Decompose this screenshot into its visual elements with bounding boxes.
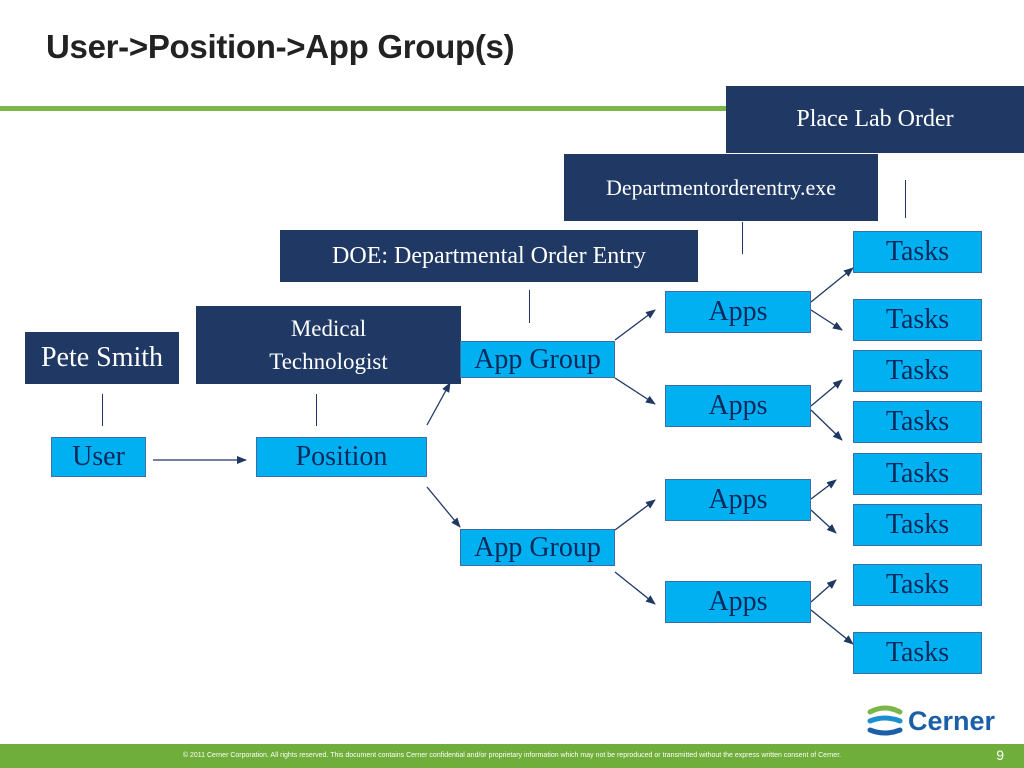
arrow-apps1-tasks-2 xyxy=(810,309,843,331)
page-number: 9 xyxy=(996,747,1004,763)
doe-connector xyxy=(529,290,530,323)
arrow-appgroup2-apps-4 xyxy=(614,571,656,605)
arrow-apps1-tasks-1 xyxy=(810,267,854,303)
tasks-node: Tasks xyxy=(853,632,982,674)
cerner-logo-icon xyxy=(867,705,903,736)
department-exe-label: Departmentorderentry.exe xyxy=(564,154,878,221)
arrow-apps3-tasks-5 xyxy=(810,479,837,500)
arrow-apps4-tasks-8 xyxy=(810,609,854,645)
arrow-apps4-tasks-7 xyxy=(810,579,837,603)
tasks-node: Tasks xyxy=(853,231,982,273)
apps-node: Apps xyxy=(665,385,811,427)
footer-bar xyxy=(0,744,1024,768)
pete-smith-label: Pete Smith xyxy=(25,332,179,384)
arrow-apps3-tasks-6 xyxy=(810,509,837,534)
app-group-node: App Group xyxy=(460,529,615,566)
pete-smith-connector xyxy=(102,394,103,426)
apps-node: Apps xyxy=(665,291,811,333)
cerner-logo: Cerner xyxy=(866,704,995,738)
arrow-appgroup1-apps-1 xyxy=(614,309,656,341)
slide-title: User->Position->App Group(s) xyxy=(46,28,515,65)
medical-technologist-label: Medical Technologist xyxy=(196,306,461,384)
app-group-node: App Group xyxy=(460,341,615,378)
tasks-node: Tasks xyxy=(853,504,982,546)
place-lab-order-label: Place Lab Order xyxy=(726,86,1024,153)
tasks-node: Tasks xyxy=(853,453,982,495)
apps-node: Apps xyxy=(665,479,811,521)
medical-technologist-line1: Medical xyxy=(290,315,367,341)
doe-label: DOE: Departmental Order Entry xyxy=(280,230,698,282)
position-node: Position xyxy=(256,437,427,477)
apps-node: Apps xyxy=(665,581,811,623)
arrow-position-appgroup-1 xyxy=(426,382,451,426)
lab-order-connector xyxy=(905,180,906,218)
arrow-appgroup1-apps-2 xyxy=(614,377,656,405)
tasks-node: Tasks xyxy=(853,401,982,443)
tasks-node: Tasks xyxy=(853,564,982,606)
technologist-connector xyxy=(316,394,317,426)
arrow-appgroup2-apps-3 xyxy=(614,499,656,531)
arrow-position-appgroup-2 xyxy=(426,486,461,528)
copyright-notice: © 2011 Cerner Corporation. All rights re… xyxy=(182,752,842,759)
title-rule xyxy=(0,106,730,111)
tasks-node: Tasks xyxy=(853,350,982,392)
medical-technologist-line2: Technologist xyxy=(269,349,388,374)
cerner-logo-text: Cerner xyxy=(908,705,996,736)
tasks-node: Tasks xyxy=(853,299,982,341)
arrow-apps2-tasks-3 xyxy=(810,379,843,407)
user-node: User xyxy=(51,437,146,477)
arrow-apps2-tasks-4 xyxy=(810,409,843,441)
exe-connector xyxy=(742,222,743,254)
